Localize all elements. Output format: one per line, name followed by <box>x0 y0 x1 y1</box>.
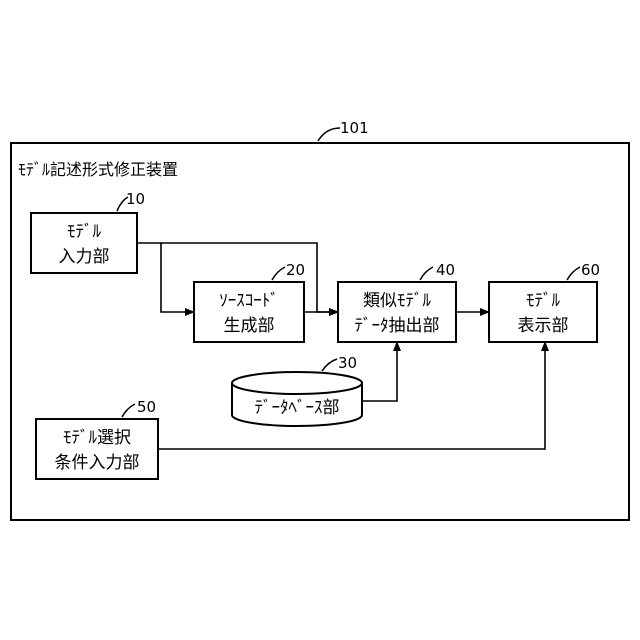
block-source-gen-ref: 20 <box>286 261 305 279</box>
block-model-input-line1: ﾓﾃﾞﾙ <box>67 222 101 242</box>
system-title: ﾓﾃﾞﾙ記述形式修正装置 <box>18 160 178 179</box>
block-similar-extract-ref: 40 <box>436 261 455 279</box>
block-similar-extract-line1: 類似ﾓﾃﾞﾙ <box>363 291 431 311</box>
block-source-gen-line1: ｿｰｽｺｰﾄﾞ <box>219 291 279 311</box>
block-model-input-ref: 10 <box>126 190 145 208</box>
block-selection-input-ref: 50 <box>137 398 156 416</box>
system-ref-leader <box>318 128 340 141</box>
block-model-display-line2: 表示部 <box>518 316 569 336</box>
block-model-input-line2: 入力部 <box>59 247 110 267</box>
block-model-display-ref: 60 <box>581 261 600 279</box>
arrow-database-to-extract <box>362 342 397 401</box>
block-database-ref: 30 <box>338 354 357 372</box>
block-model-display: ﾓﾃﾞﾙ 表示部 60 <box>489 261 600 342</box>
block-model-input: ﾓﾃﾞﾙ 入力部 10 <box>31 190 145 273</box>
block-similar-extract-line2: ﾃﾞｰﾀ抽出部 <box>355 316 440 336</box>
block-database: ﾃﾞｰﾀﾍﾞｰｽ部 30 <box>232 354 362 426</box>
system-ref: 101 <box>340 119 369 137</box>
block-model-display-line1: ﾓﾃﾞﾙ <box>526 291 560 311</box>
block-selection-input-line1: ﾓﾃﾞﾙ選択 <box>63 428 131 448</box>
block-selection-input-line2: 条件入力部 <box>55 453 140 473</box>
block-selection-input: ﾓﾃﾞﾙ選択 条件入力部 50 <box>36 398 158 479</box>
block-source-gen-line2: 生成部 <box>224 316 275 336</box>
arrow-input-to-source <box>137 243 194 312</box>
block-similar-extract: 類似ﾓﾃﾞﾙ ﾃﾞｰﾀ抽出部 40 <box>338 261 456 342</box>
block-source-gen: ｿｰｽｺｰﾄﾞ 生成部 20 <box>194 261 305 342</box>
block-database-label: ﾃﾞｰﾀﾍﾞｰｽ部 <box>255 398 340 418</box>
